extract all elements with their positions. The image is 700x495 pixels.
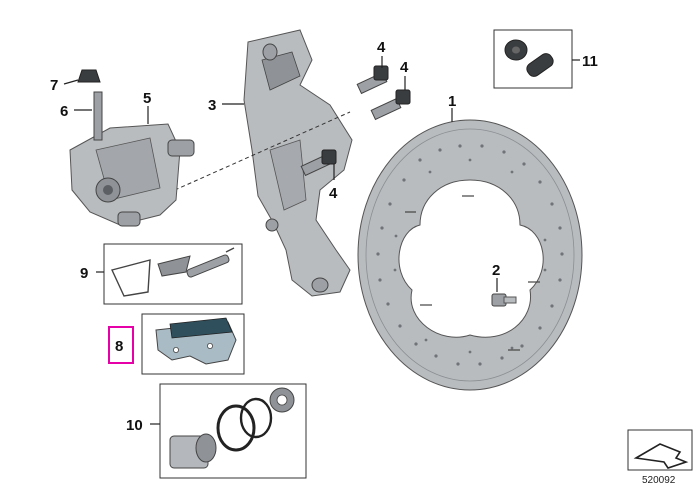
pin-set[interactable] bbox=[111, 247, 235, 297]
label-bolt-a[interactable]: 4 bbox=[377, 39, 386, 56]
label-bleed-valve[interactable]: 6 bbox=[60, 103, 68, 120]
bleed-valve[interactable] bbox=[93, 91, 103, 141]
label-pin-set[interactable]: 9 bbox=[80, 265, 88, 282]
bracket-bolt-middle[interactable] bbox=[370, 89, 411, 121]
grommet-set[interactable] bbox=[504, 39, 555, 79]
label-bracket[interactable]: 3 bbox=[208, 97, 216, 114]
direction-arrow-icon bbox=[627, 429, 693, 471]
bracket-bolt-lower[interactable] bbox=[300, 149, 337, 177]
callout-labels: 1 2 3 4 4 4 5 6 7 8 9 10 11 bbox=[50, 39, 598, 434]
piston-set[interactable] bbox=[169, 387, 295, 469]
rotor-bolt[interactable] bbox=[491, 293, 517, 307]
caliper-bracket[interactable] bbox=[243, 29, 353, 297]
bracket-bolt-upper[interactable] bbox=[356, 65, 389, 95]
label-rotor[interactable]: 1 bbox=[448, 93, 456, 110]
pin-set-box bbox=[103, 243, 243, 305]
diagram-number: 520092 bbox=[642, 475, 676, 486]
label-bolt-c[interactable]: 4 bbox=[329, 185, 338, 202]
pad-set-highlight bbox=[108, 326, 134, 364]
leader-lines bbox=[63, 56, 580, 425]
label-rotor-bolt[interactable]: 2 bbox=[492, 262, 500, 279]
brake-rotor[interactable] bbox=[357, 119, 583, 391]
label-grommet-set[interactable]: 11 bbox=[582, 53, 598, 70]
bleed-cap[interactable] bbox=[77, 69, 101, 83]
label-caliper[interactable]: 5 bbox=[143, 90, 151, 107]
label-pad-set[interactable]: 8 bbox=[115, 338, 123, 355]
label-bleed-cap[interactable]: 7 bbox=[50, 77, 58, 94]
brake-caliper[interactable] bbox=[69, 123, 195, 227]
label-bolt-b[interactable]: 4 bbox=[400, 59, 409, 76]
label-piston-set[interactable]: 10 bbox=[126, 417, 143, 434]
brake-pad-set[interactable] bbox=[155, 317, 237, 365]
grommet-set-box bbox=[493, 29, 573, 89]
